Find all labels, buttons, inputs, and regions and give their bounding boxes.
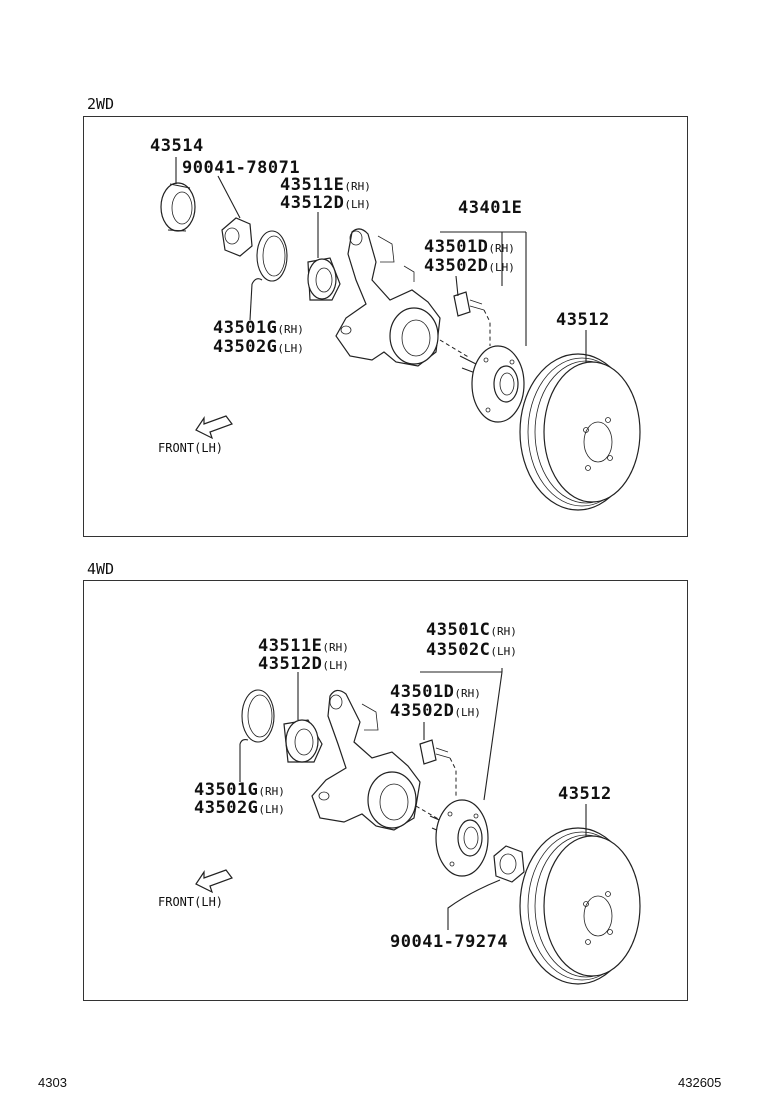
- part-label-43512[interactable]: 43512: [556, 310, 610, 330]
- snap-ring-43501g: [256, 230, 288, 282]
- section-label-4wd: 4WD: [87, 560, 115, 578]
- brake-disc-43512: [519, 827, 641, 985]
- part-label-43502g[interactable]: 43502G(LH): [213, 337, 304, 357]
- part-label-43501g[interactable]: 43501G(RH): [213, 318, 304, 338]
- part-label-43511e[interactable]: 43511E(RH): [258, 636, 349, 656]
- brake-disc-43512: [519, 353, 641, 511]
- page-number-right: 432605: [678, 1075, 722, 1090]
- steering-knuckle: [335, 228, 441, 367]
- part-label-43401e[interactable]: 43401E: [458, 198, 523, 218]
- grease-cap-43514: [160, 182, 196, 232]
- front-direction-label: FRONT(LH): [158, 441, 224, 455]
- part-label-90041-79274[interactable]: 90041-79274: [390, 932, 509, 952]
- hub-bolt: [453, 291, 485, 317]
- front-arrow-icon: [195, 415, 233, 440]
- part-label-43502c[interactable]: 43502C(LH): [426, 640, 517, 660]
- bearing-43511e: [283, 719, 323, 763]
- part-label-90041-78071[interactable]: 90041-78071: [182, 158, 301, 178]
- section-label-2wd: 2WD: [87, 95, 115, 113]
- lock-nut-90041-78071: [221, 217, 253, 257]
- axle-hub-43501c: [429, 799, 489, 877]
- front-direction-label: FRONT(LH): [158, 895, 224, 909]
- hub-bolt: [419, 739, 451, 765]
- front-arrow-icon: [195, 869, 233, 894]
- axle-hub-43401e: [459, 345, 525, 423]
- part-label-43501d[interactable]: 43501D(RH): [390, 682, 481, 702]
- page-number-left: 4303: [38, 1075, 67, 1090]
- part-label-43514[interactable]: 43514: [150, 136, 204, 156]
- part-label-43502g[interactable]: 43502G(LH): [194, 798, 285, 818]
- part-label-43501g[interactable]: 43501G(RH): [194, 780, 285, 800]
- part-label-43512[interactable]: 43512: [558, 784, 612, 804]
- part-label-43502d[interactable]: 43502D(LH): [390, 701, 481, 721]
- part-label-43512d[interactable]: 43512D(LH): [258, 654, 349, 674]
- section-frame-4wd: [83, 580, 688, 1001]
- section-frame-2wd: [83, 116, 688, 537]
- part-label-43512d[interactable]: 43512D(LH): [280, 193, 371, 213]
- axle-nut-90041-79274: [493, 845, 525, 883]
- part-label-43511e[interactable]: 43511E(RH): [280, 175, 371, 195]
- steering-knuckle: [311, 689, 421, 831]
- snap-ring-43501g: [241, 689, 275, 743]
- bearing-43511e: [307, 257, 341, 301]
- part-label-43501c[interactable]: 43501C(RH): [426, 620, 517, 640]
